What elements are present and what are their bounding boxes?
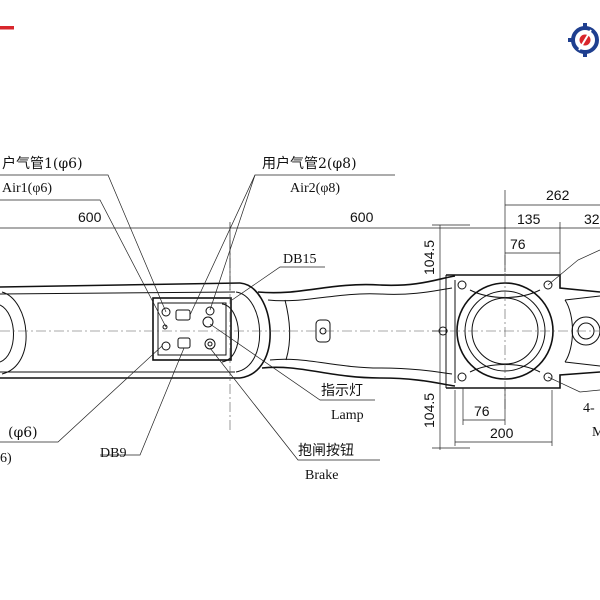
hole-note-label-2: M xyxy=(592,425,600,440)
db9-label: DB9 xyxy=(100,446,126,461)
dim-left-600: 600 xyxy=(78,209,102,225)
logo-icon xyxy=(568,23,599,57)
lower-air-label-en: 6) xyxy=(0,451,12,466)
air2-label-en: Air2(φ8) xyxy=(290,181,340,196)
lower-air-label-cn: (φ6) xyxy=(8,425,38,441)
leader-lines xyxy=(0,174,600,461)
air2-label-cn: 用户气管2(φ8) xyxy=(262,155,357,172)
dim-76-bottom: 76 xyxy=(474,403,490,419)
arm-body xyxy=(0,274,600,389)
dim-200: 200 xyxy=(490,425,514,441)
db15-label: DB15 xyxy=(283,252,316,267)
dim-right-600: 600 xyxy=(350,209,374,225)
dim-76-top: 76 xyxy=(510,236,526,252)
lamp-label-en: Lamp xyxy=(331,408,364,423)
brand-mark xyxy=(0,26,14,30)
hole-note-label: 4- xyxy=(583,401,595,416)
dim-135: 135 xyxy=(517,211,541,227)
brake-label-cn: 抱闸按钮 xyxy=(298,443,354,459)
connector-panel xyxy=(152,297,232,361)
air1-label-en: Air1(φ6) xyxy=(2,181,52,196)
brake-label-en: Brake xyxy=(305,468,338,483)
dim-104-5-bottom: 104.5 xyxy=(421,393,437,428)
dim-32: 32 xyxy=(584,211,600,227)
dim-262: 262 xyxy=(546,187,570,203)
dimension-lines xyxy=(0,190,600,450)
air1-label-cn: 户气管1(φ6) xyxy=(2,155,83,172)
dim-104-5-top: 104.5 xyxy=(421,240,437,275)
lamp-label-cn: 指示灯 xyxy=(321,383,363,399)
